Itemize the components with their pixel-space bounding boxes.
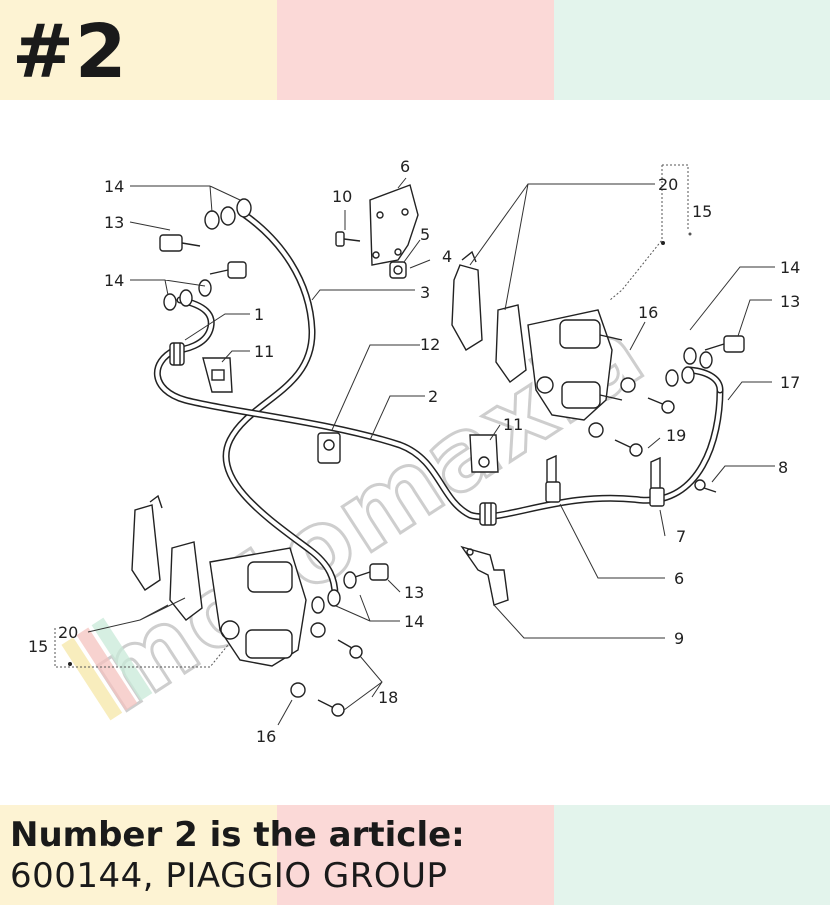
washers-14-bottom xyxy=(311,571,357,614)
hose-grommet-left xyxy=(169,342,185,366)
caption-article-number: 600144, PIAGGIO GROUP xyxy=(10,856,448,896)
brake-hose-main xyxy=(154,346,724,521)
brake-pads-20-left xyxy=(131,494,203,621)
band-pink xyxy=(277,0,554,100)
callout: 17 xyxy=(780,373,800,392)
brake-hose-right xyxy=(686,366,724,394)
top-color-band xyxy=(0,0,830,100)
callout: 15 xyxy=(692,202,712,221)
band-mint xyxy=(554,0,830,100)
callout: 6 xyxy=(674,569,684,588)
callout: 6 xyxy=(400,157,410,176)
callout: 1 xyxy=(254,305,264,324)
washers-14-right xyxy=(665,347,713,387)
washers-14-top xyxy=(163,198,252,311)
callout: 2 xyxy=(428,387,438,406)
callout: 8 xyxy=(778,458,788,477)
brake-hose-left-upper xyxy=(171,296,215,354)
brake-pads-20-right xyxy=(451,250,527,383)
callout: 19 xyxy=(666,426,686,445)
washers-16-right xyxy=(588,377,636,438)
callout: 16 xyxy=(256,727,276,746)
mounting-plate-6 xyxy=(369,184,419,266)
band-pink xyxy=(277,805,554,905)
brake-caliper-right xyxy=(527,309,623,421)
screw-8 xyxy=(694,479,717,493)
nut-5 xyxy=(389,261,407,279)
article-caption: Number 2 is the article: 600144, PIAGGIO… xyxy=(10,814,465,896)
callout: 13 xyxy=(780,292,800,311)
banjo-bolt-13-left xyxy=(209,261,247,279)
screw-10 xyxy=(335,231,361,247)
bracket-11-middle xyxy=(469,434,499,473)
band-yellow xyxy=(0,0,277,100)
exploded-parts-diagram: motomaxia xyxy=(28,157,800,746)
callout: 12 xyxy=(420,335,440,354)
callout: 9 xyxy=(674,629,684,648)
callout: 11 xyxy=(503,415,523,434)
item-number-badge: #2 xyxy=(12,9,128,95)
leader-lines xyxy=(54,164,775,726)
callout-labels: 14 13 14 1 11 10 6 5 4 3 12 2 11 20 15 1… xyxy=(28,157,800,746)
watermark-stripes xyxy=(61,617,153,721)
callout: 3 xyxy=(420,283,430,302)
callout: 11 xyxy=(254,342,274,361)
callout: 13 xyxy=(404,583,424,602)
brake-caliper-left xyxy=(209,547,307,667)
callout: 7 xyxy=(676,527,686,546)
callout: 16 xyxy=(638,303,658,322)
hose-grommet-middle xyxy=(479,502,497,526)
callout: 14 xyxy=(780,258,800,277)
banjo-bolt-13-bottom xyxy=(351,563,389,581)
callout: 13 xyxy=(104,213,124,232)
band-yellow xyxy=(0,805,277,905)
callout: 5 xyxy=(420,225,430,244)
bracket-9 xyxy=(460,545,509,606)
banjo-bolt-13-top xyxy=(159,234,201,252)
callout: 14 xyxy=(104,177,124,196)
bolts-19 xyxy=(614,397,675,457)
callout: 18 xyxy=(378,688,398,707)
band-mint xyxy=(554,805,830,905)
callout: 10 xyxy=(332,187,352,206)
washers-16-left xyxy=(290,622,326,698)
banjo-bolt-13-right xyxy=(704,335,745,353)
hose-clip-12 xyxy=(317,432,341,464)
caption-heading: Number 2 is the article: xyxy=(10,815,465,855)
hose-clip-7 xyxy=(649,456,665,507)
bolts-18 xyxy=(317,639,363,717)
callout: 20 xyxy=(658,175,678,194)
callout: 15 xyxy=(28,637,48,656)
callout: 14 xyxy=(404,612,424,631)
bracket-11-left xyxy=(202,357,233,393)
callout: 20 xyxy=(58,623,78,642)
brake-hose-long xyxy=(222,211,339,599)
hose-clip-6-lower xyxy=(545,454,561,503)
callout: 4 xyxy=(442,247,452,266)
callout: 14 xyxy=(104,271,124,290)
bottom-color-band xyxy=(0,805,830,905)
